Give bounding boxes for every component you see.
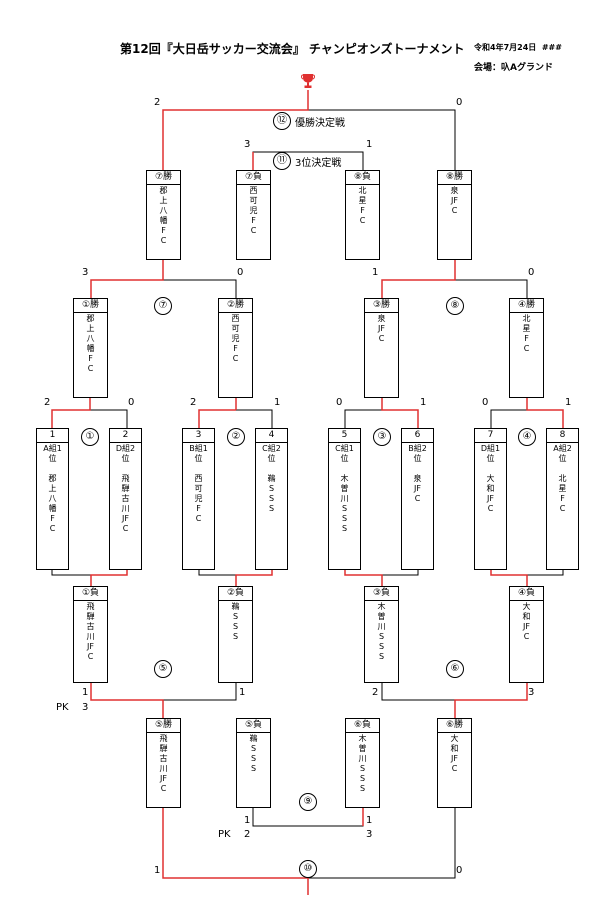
score: 0 [456,865,463,876]
score: 1 [366,139,373,150]
bracket-box-seed-6: 6 B組2位泉JFC [401,428,434,570]
match-circle-9: ⑨ [299,793,317,811]
bracket-box-l2: ②負 鵜SSS [218,586,253,683]
bracket-box-w3: ③勝 泉JFC [364,298,399,398]
pk-score: 2 [244,829,251,840]
pk-score: 3 [82,702,89,713]
match-circle-1: ① [81,428,99,446]
score: 2 [154,97,161,108]
bracket-box-l8: ⑧負 北星FC [345,170,380,260]
bracket-box-seed-3: 3 B組1位西可児FC [182,428,215,570]
match-circle-3: ③ [373,428,391,446]
score: 3 [82,267,89,278]
score: 1 [82,687,89,698]
bracket-box-w4: ④勝 北星FC [509,298,544,398]
score: 1 [420,397,427,408]
score: 0 [528,267,535,278]
match-circle-5: ⑤ [154,660,172,678]
bracket-box-l1: ①負 飛騨古川JFC [73,586,108,683]
match-circle-6: ⑥ [446,660,464,678]
bracket-box-seed-1: 1 A組1位郡上八幡FC [36,428,69,570]
pk-label: PK [56,702,69,713]
bracket-box-l7: ⑦負 西可児FC [236,170,271,260]
bracket-box-l6: ⑥負 木曽川SSS [345,718,380,808]
score: 2 [372,687,379,698]
final-label: 優勝決定戦 [295,118,345,129]
event-date: 令和4年7月24日 ### [474,43,562,52]
bracket-box-w5: ⑤勝 飛騨古川JFC [146,718,181,808]
score: 1 [154,865,161,876]
score: 2 [190,397,197,408]
match-circle-7: ⑦ [154,297,172,315]
score: 1 [372,267,379,278]
score: 3 [244,139,251,150]
bracket-box-w1: ①勝 郡上八幡FC [73,298,108,398]
page-title: 第12回『大日岳サッカー交流会』 チャンピオンズトーナメント [120,42,465,56]
bracket-box-seed-7: 7 D組1位大和JFC [474,428,507,570]
score: 1 [366,815,373,826]
score: 0 [336,397,343,408]
bracket-box-seed-5: 5 C組1位木曽川SSS [328,428,361,570]
score: 0 [456,97,463,108]
match-circle-12: ⑫ [273,112,291,130]
score: 3 [528,687,535,698]
score: 0 [482,397,489,408]
score: 1 [239,687,246,698]
bracket-box-w7: ⑦勝 郡上八幡FC [146,170,181,260]
match-circle-4: ④ [518,428,536,446]
bracket-box-seed-2: 2 D組2位飛騨古川JFC [109,428,142,570]
score: 0 [128,397,135,408]
pk-score: 3 [366,829,373,840]
score: 0 [237,267,244,278]
score: 1 [244,815,251,826]
match-circle-8: ⑧ [446,297,464,315]
score: 1 [274,397,281,408]
match-circle-11: ⑪ [273,152,291,170]
score: 1 [565,397,572,408]
score: 2 [44,397,51,408]
match-circle-2: ② [227,428,245,446]
bracket-box-w8: ⑧勝 泉JFC [437,170,472,260]
venue: 会場：叺Aグランド [474,63,553,73]
bracket-box-l3: ③負 木曽川SSS [364,586,399,683]
trophy-icon [301,74,315,88]
bracket-box-seed-8: 8 A組2位北星FC [546,428,579,570]
bracket-box-w6: ⑥勝 大和JFC [437,718,472,808]
bracket-box-l4: ④負 大和JFC [509,586,544,683]
bracket-box-l5: ⑤負 鵜SSS [236,718,271,808]
match-circle-10: ⑩ [299,860,317,878]
bracket-box-w2: ②勝 西可児FC [218,298,253,398]
pk-label: PK [218,829,231,840]
third-place-label: 3位決定戦 [295,158,342,169]
bracket-box-seed-4: 4 C組2位鵜SSS [255,428,288,570]
